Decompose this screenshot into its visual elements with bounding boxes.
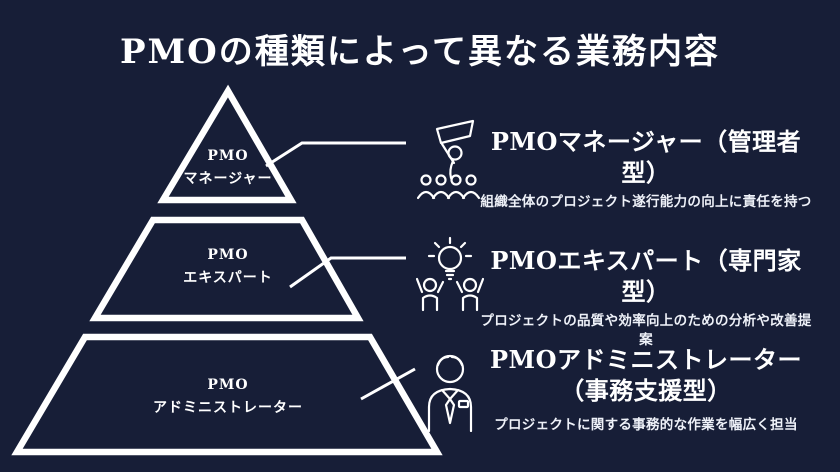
pyramid-level-1-line2: マネージャー <box>183 171 273 187</box>
pyramid-level-2-line2: エキスパート <box>183 270 273 286</box>
detail-heading-expert: PMOエキスパート（専門家型） <box>490 246 802 306</box>
connector-line-middle <box>289 256 406 289</box>
pyramid-level-3-line2: アドミニストレーター <box>153 400 303 416</box>
leader-flag-team-icon <box>416 116 483 204</box>
pyramid-top-shape <box>157 84 297 204</box>
connector-line-top <box>265 141 406 168</box>
pyramid-level-2-label: PMO エキスパート <box>68 244 388 290</box>
detail-heading-manager: PMOマネージャー（管理者型） <box>490 127 802 187</box>
pyramid-level-1-line1: PMO <box>207 148 249 164</box>
pyramid-level-3-label: PMO アドミニストレーター <box>68 374 388 420</box>
connector-line-bottom <box>360 367 416 401</box>
page-title: PMOの種類によって異なる業務内容 <box>119 32 721 72</box>
lightbulb-idea-people-icon <box>415 234 485 316</box>
detail-heading-administrator: PMOアドミニストレーター （事務支援型） <box>489 345 803 405</box>
pyramid-bottom-shape <box>11 333 443 456</box>
pyramid-middle-shape <box>89 216 364 322</box>
pyramid-level-3-line1: PMO <box>207 377 249 393</box>
pyramid-level-2-line1: PMO <box>207 247 249 263</box>
detail-description-manager: 組織全体のプロジェクト遂行能力の向上に責任を持つ <box>480 194 812 210</box>
detail-block-administrator: PMOアドミニストレーター （事務支援型） プロジェクトに関する事務的な作業を幅… <box>474 344 818 435</box>
business-person-icon <box>421 350 479 436</box>
detail-description-expert: プロジェクトの品質や効率向上のための分析や改善提案 <box>480 313 812 348</box>
detail-block-manager: PMOマネージャー（管理者型） 組織全体のプロジェクト遂行能力の向上に責任を持つ <box>474 126 818 212</box>
detail-description-administrator: プロジェクトに関する事務的な作業を幅広く担当 <box>494 417 798 433</box>
detail-block-expert: PMOエキスパート（専門家型） プロジェクトの品質や効率向上のための分析や改善提… <box>474 245 818 350</box>
pyramid-level-1-label: PMO マネージャー <box>68 145 388 191</box>
